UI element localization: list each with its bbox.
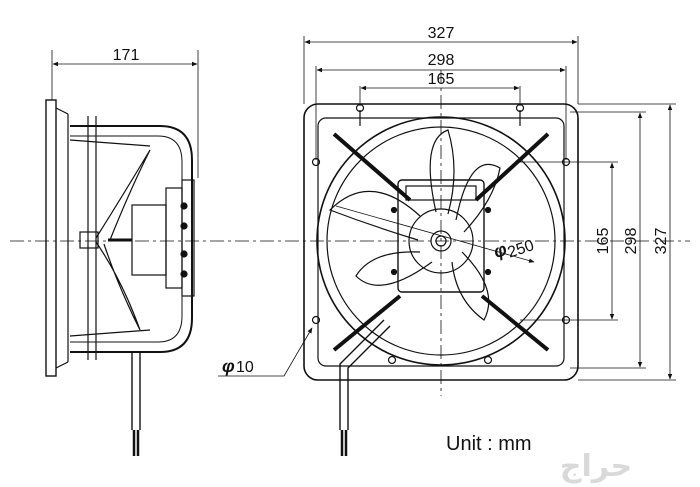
- watermark: حراج: [560, 450, 632, 483]
- front-outer-height-label: 327: [653, 228, 670, 255]
- centre-lines: [10, 70, 690, 396]
- phi-symbol: φ: [222, 356, 235, 376]
- side-guard: [70, 125, 193, 353]
- front-inner-height-label: 165: [595, 228, 612, 255]
- front-outer-width-label: 327: [428, 25, 455, 42]
- fan-blade: [451, 251, 490, 321]
- front-inner-width-label: 165: [428, 71, 455, 88]
- front-width-dimensions: [303, 36, 579, 160]
- front-mount-width-label: 298: [428, 52, 455, 69]
- fan-blade: [429, 129, 455, 215]
- hole-diameter-callout: φ 10: [222, 356, 254, 376]
- side-motor: [131, 204, 167, 276]
- hole-diameter-label: 10: [236, 359, 254, 376]
- fan-blade: [455, 163, 501, 233]
- side-depth-dimension: [51, 50, 199, 178]
- side-flange: [45, 99, 57, 377]
- fan-blade: [328, 190, 421, 241]
- hole-diameter-leader: [218, 327, 313, 377]
- side-depth-label: 171: [113, 47, 140, 64]
- blade-diameter-leader: [335, 205, 535, 263]
- front-mount-height-label: 298: [623, 228, 640, 255]
- unit-label: Unit : mm: [446, 433, 532, 455]
- front-height-dimensions: [520, 103, 676, 381]
- fan-blade: [355, 251, 433, 286]
- side-view: [45, 50, 199, 456]
